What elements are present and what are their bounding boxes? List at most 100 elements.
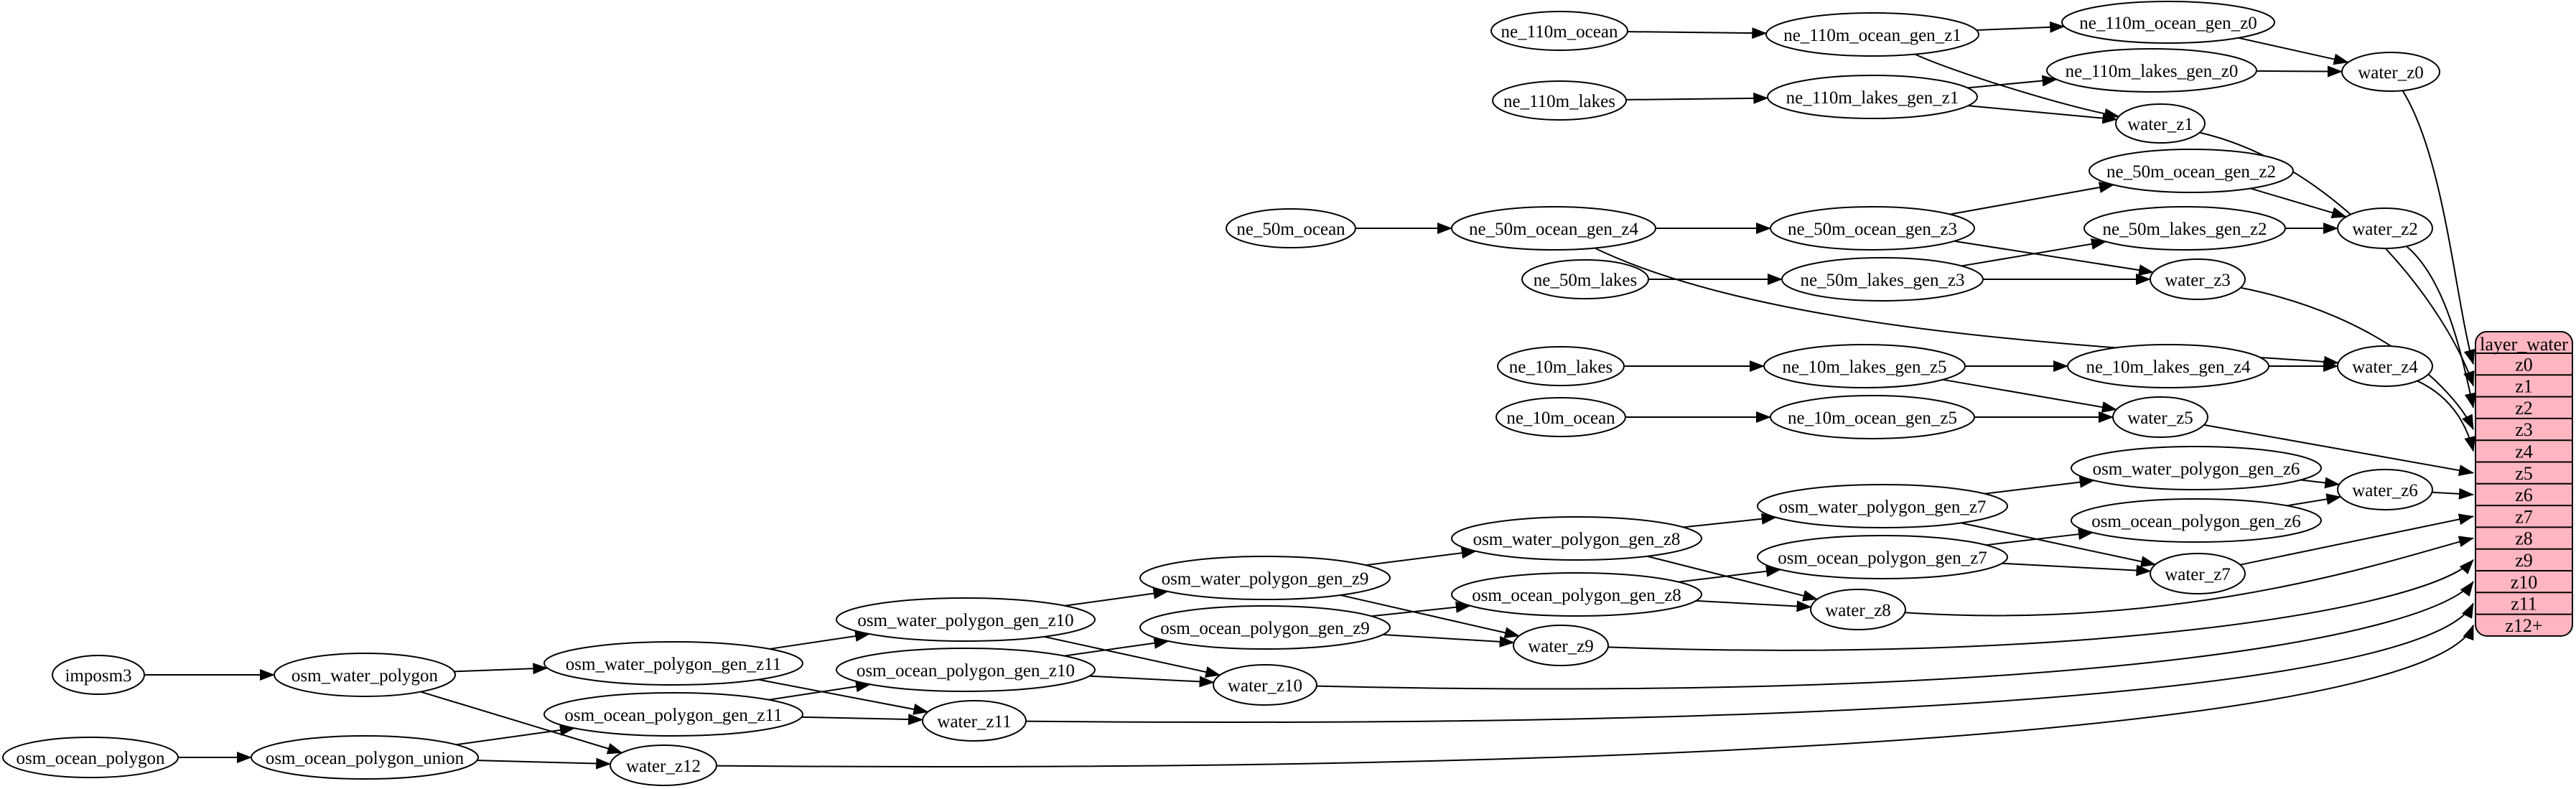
- node-water_z0-label: water_z0: [2358, 63, 2424, 83]
- node-ne_110m_ocean_gen_z1-ellipse: [1765, 12, 1979, 57]
- node-water_z8: water_z8: [1810, 589, 1906, 630]
- node-water_z5-ellipse: [2112, 396, 2208, 438]
- node-ne_10m_ocean-label: ne_10m_ocean: [1506, 408, 1615, 428]
- edge-osm_water_polygon_gen_z7-to-water_z7: [1960, 522, 2157, 568]
- table-row-z6: z6: [2515, 485, 2533, 505]
- node-water_z7-label: water_z7: [2165, 565, 2231, 584]
- node-ne_110m_lakes_gen_z0-ellipse: [2046, 48, 2257, 93]
- node-water_z11-ellipse: [922, 700, 1027, 742]
- node-osm_ocean_polygon_gen_z6-label: osm_ocean_polygon_gen_z6: [2091, 512, 2301, 531]
- edge-osm_ocean_polygon_gen_z11-to-osm_ocean_polygon_gen_z10: [768, 681, 872, 701]
- node-water_z12: water_z12: [610, 744, 717, 786]
- node-ne_10m_ocean: ne_10m_ocean: [1495, 397, 1626, 437]
- node-osm_ocean_polygon_gen_z7-label: osm_ocean_polygon_gen_z7: [1778, 548, 1987, 568]
- edge-ne_110m_ocean_gen_z1-to-ne_110m_ocean_gen_z0: [1976, 21, 2066, 33]
- node-ne_50m_ocean_gen_z2-label: ne_50m_ocean_gen_z2: [2106, 162, 2276, 182]
- node-osm_ocean_polygon: osm_ocean_polygon: [2, 737, 179, 778]
- node-osm_ocean_polygon_gen_z10-ellipse: [836, 648, 1096, 692]
- node-ne_50m_lakes_gen_z3-label: ne_50m_lakes_gen_z3: [1800, 271, 1964, 290]
- edge-water_z12-to-layer-water-z12+: [716, 624, 2474, 767]
- edge-osm_water_polygon_gen_z11-to-osm_water_polygon_gen_z10: [769, 630, 871, 650]
- edge-osm_water_polygon_gen_z8-to-osm_water_polygon_gen_z7: [1683, 513, 1777, 528]
- node-water_z8-label: water_z8: [1825, 601, 1891, 620]
- node-ne_50m_lakes: ne_50m_lakes: [1521, 259, 1649, 299]
- edge-osm_water_polygon_gen_z9-to-osm_water_polygon_gen_z8: [1366, 547, 1477, 566]
- edge-water_z5-to-layer-water-z5: [2203, 424, 2474, 477]
- node-osm_water_polygon_gen_z8-ellipse: [1451, 516, 1702, 561]
- edge-osm_ocean_polygon_union-to-water_z12: [477, 757, 612, 770]
- node-water_z2-ellipse: [2337, 207, 2433, 249]
- node-ne_50m_ocean-ellipse: [1226, 208, 1356, 248]
- node-osm_water_polygon_gen_z6-ellipse: [2071, 446, 2322, 490]
- edge-ne_110m_lakes-to-ne_110m_lakes_gen_z1: [1625, 92, 1769, 104]
- node-osm_water_polygon_gen_z6-label: osm_water_polygon_gen_z6: [2093, 459, 2300, 479]
- node-ne_50m_ocean-label: ne_50m_ocean: [1236, 220, 1345, 239]
- node-water_z9: water_z9: [1513, 625, 1609, 666]
- node-ne_50m_ocean_gen_z3: ne_50m_ocean_gen_z3: [1770, 206, 1975, 251]
- node-ne_50m_lakes-label: ne_50m_lakes: [1534, 271, 1637, 290]
- edge-ne_50m_ocean_gen_z3-to-ne_50m_ocean_gen_z2: [1949, 182, 2114, 215]
- table-row-z5: z5: [2515, 463, 2533, 484]
- node-osm_water_polygon_gen_z8: osm_water_polygon_gen_z8: [1451, 516, 1702, 561]
- node-ne_110m_ocean_gen_z1-label: ne_110m_ocean_gen_z1: [1783, 26, 1961, 45]
- node-imposm3-label: imposm3: [65, 666, 131, 686]
- node-water_z1-ellipse: [2115, 103, 2206, 144]
- node-imposm3-ellipse: [52, 655, 145, 695]
- node-water_z10-label: water_z10: [1228, 676, 1302, 696]
- node-ne_50m_ocean_gen_z2-ellipse: [2089, 149, 2294, 193]
- node-water_z2: water_z2: [2337, 207, 2433, 249]
- node-ne_10m_lakes-label: ne_10m_lakes: [1509, 358, 1613, 377]
- edge-ne_110m_ocean-to-ne_110m_ocean_gen_z1: [1627, 27, 1768, 39]
- edge-ne_110m_ocean_gen_z0-to-water_z0: [2238, 37, 2349, 65]
- node-water_z4-ellipse: [2337, 345, 2433, 387]
- node-water_z1-label: water_z1: [2127, 115, 2193, 134]
- node-water_z4-label: water_z4: [2352, 358, 2418, 377]
- node-ne_50m_ocean_gen_z3-ellipse: [1770, 206, 1975, 251]
- table-row-z2: z2: [2515, 398, 2533, 419]
- edge-osm_ocean_polygon_gen_z9-to-water_z9: [1383, 633, 1515, 648]
- node-ne_110m_lakes: ne_110m_lakes: [1492, 80, 1627, 121]
- table-row-z10: z10: [2511, 571, 2538, 592]
- edge-water_z2-to-layer-water-z2: [2406, 246, 2476, 408]
- node-water_z3: water_z3: [2150, 258, 2246, 300]
- table-row-z8: z8: [2515, 528, 2533, 549]
- node-ne_50m_ocean_gen_z2: ne_50m_ocean_gen_z2: [2089, 149, 2294, 193]
- node-osm_water_polygon_gen_z11: osm_water_polygon_gen_z11: [543, 641, 803, 686]
- edge-osm_ocean_polygon_gen_z11-to-water_z11: [801, 714, 924, 726]
- node-ne_10m_lakes_gen_z4-label: ne_10m_lakes_gen_z4: [2086, 358, 2251, 377]
- node-ne_110m_lakes_gen_z1-ellipse: [1767, 75, 1978, 119]
- node-water_z0-ellipse: [2341, 52, 2440, 92]
- node-water_z8-ellipse: [1810, 589, 1906, 630]
- node-ne_10m_lakes-ellipse: [1497, 346, 1625, 386]
- node-osm_ocean_polygon_gen_z7: osm_ocean_polygon_gen_z7: [1757, 535, 2008, 579]
- node-osm_ocean_polygon_gen_z6-ellipse: [2071, 498, 2322, 543]
- node-osm_ocean_polygon_gen_z11: osm_ocean_polygon_gen_z11: [543, 692, 803, 737]
- node-ne_10m_ocean_gen_z5: ne_10m_ocean_gen_z5: [1770, 395, 1975, 439]
- node-water_z11-label: water_z11: [937, 712, 1011, 732]
- node-imposm3: imposm3: [52, 655, 145, 695]
- node-osm_ocean_polygon-label: osm_ocean_polygon: [17, 749, 165, 768]
- edge-osm_water_polygon_gen_z8-to-water_z8: [1646, 555, 1819, 602]
- node-osm_water_polygon: osm_water_polygon: [274, 653, 456, 697]
- edge-osm_ocean_polygon_gen_z8-to-water_z8: [1696, 599, 1812, 612]
- node-osm_ocean_polygon_gen_z9-label: osm_ocean_polygon_gen_z9: [1160, 619, 1370, 638]
- node-osm_ocean_polygon_gen_z9: osm_ocean_polygon_gen_z9: [1139, 605, 1391, 650]
- node-ne_50m_ocean: ne_50m_ocean: [1226, 208, 1356, 248]
- table-row-z4: z4: [2515, 441, 2533, 462]
- edge-water_z10-to-layer-water-z10: [1316, 581, 2474, 690]
- edge-osm_water_polygon_gen_z6-to-water_z6: [2300, 477, 2341, 489]
- node-water_z4: water_z4: [2337, 345, 2433, 387]
- node-ne_50m_lakes_gen_z3: ne_50m_lakes_gen_z3: [1781, 257, 1984, 302]
- node-water_z7-ellipse: [2150, 553, 2246, 594]
- edge-osm_water_polygon-to-water_z12: [420, 691, 623, 755]
- node-osm_water_polygon_gen_z10: osm_water_polygon_gen_z10: [836, 597, 1096, 642]
- edge-osm_water_polygon-to-osm_water_polygon_gen_z11: [454, 663, 549, 675]
- node-ne_110m_lakes_gen_z0-label: ne_110m_lakes_gen_z0: [2066, 62, 2239, 81]
- table-row-z1: z1: [2515, 376, 2533, 397]
- layer-water-table-title: layer_water: [2480, 334, 2568, 355]
- node-osm_water_polygon_gen_z10-label: osm_water_polygon_gen_z10: [857, 611, 1073, 630]
- edge-water_z4-to-layer-water-z4: [2417, 380, 2475, 452]
- edge-ne_110m_lakes_gen_z0-to-water_z0: [2256, 65, 2343, 78]
- node-ne_10m_ocean-ellipse: [1495, 397, 1626, 437]
